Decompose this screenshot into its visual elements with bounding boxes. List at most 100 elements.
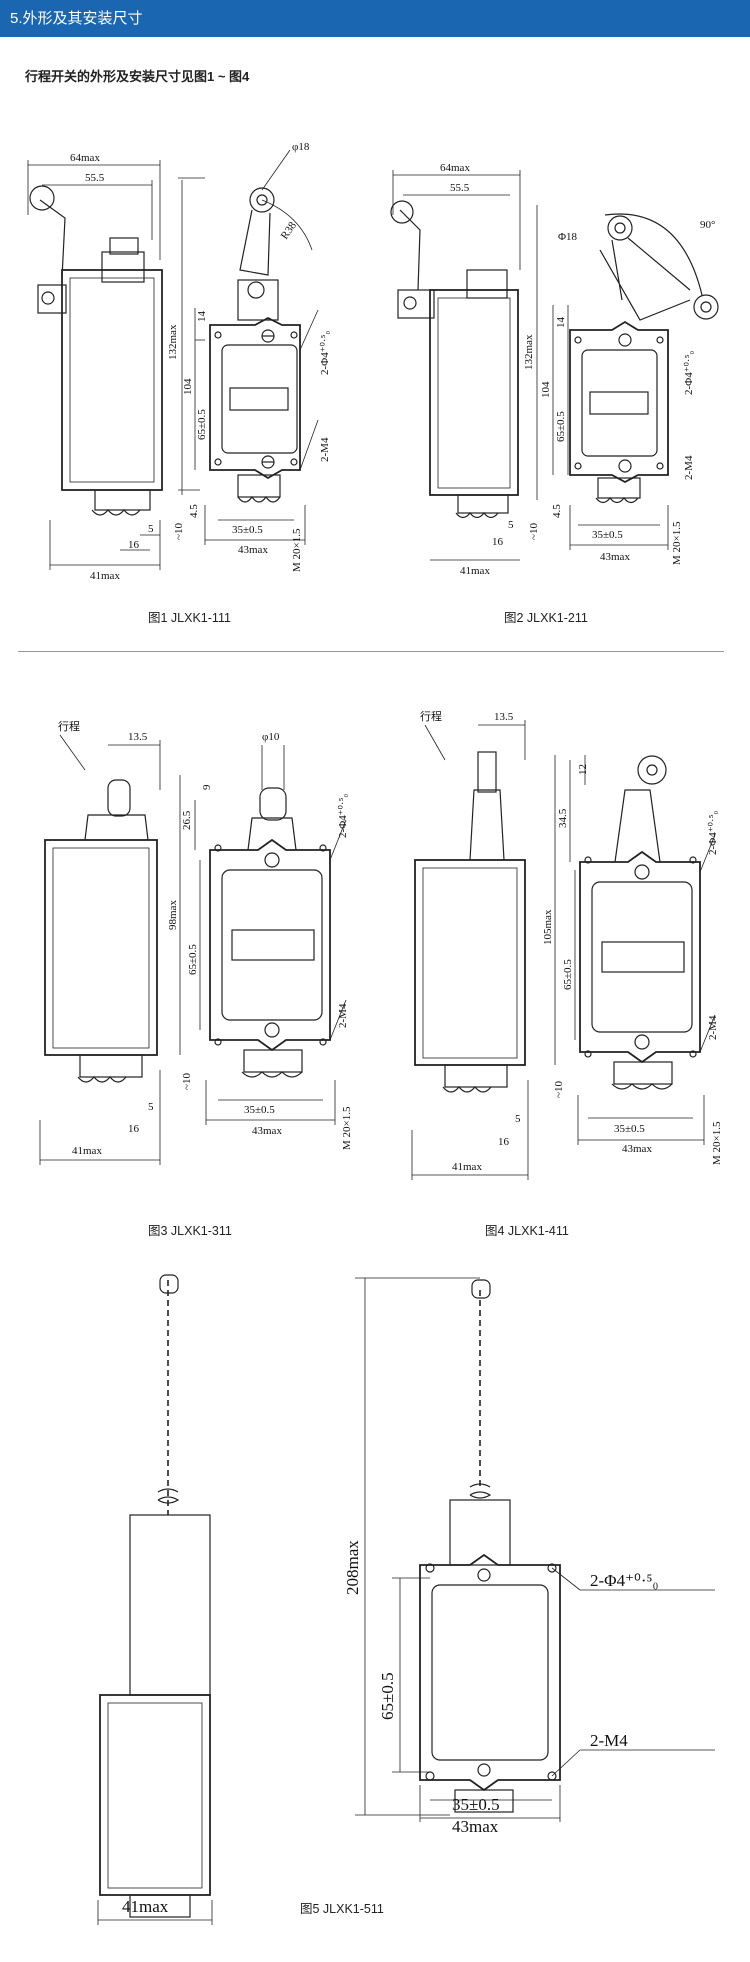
fig4-dim-41max: 41max — [452, 1161, 482, 1173]
figure-2-caption: 图2 JLXK1-211 — [504, 611, 588, 625]
fig4-dim-5: 5 — [515, 1113, 521, 1125]
fig2-dim-41max: 41max — [460, 565, 490, 577]
fig2-dim-width-max: 64max — [440, 162, 470, 174]
fig1-dim-43max: 43max — [238, 544, 268, 556]
fig1-dim-holes: 2-Φ4⁺⁰·⁵₀ — [319, 331, 331, 375]
fig1-dim-14: 14 — [196, 311, 208, 323]
fig4-dim-16: 16 — [498, 1136, 510, 1148]
fig5-dim-43max: 43max — [452, 1817, 499, 1836]
fig4-dim-34-5: 34.5 — [557, 808, 569, 828]
fig4-dim-m4: 2-M4 — [707, 1015, 719, 1040]
fig2-front-dims — [536, 205, 669, 550]
fig4-side-view — [414, 751, 526, 1093]
fig3-dim-26-5: 26.5 — [181, 810, 193, 830]
fig4-stroke-label: 行程 — [420, 710, 442, 723]
fig2-side-view — [390, 200, 519, 519]
figure-1-caption: 图1 JLXK1-111 — [148, 611, 231, 625]
fig1-dim-41max: 41max — [90, 570, 120, 582]
fig5-dim-41max: 41max — [122, 1897, 169, 1916]
section-title: 5.外形及其安装尺寸 — [10, 10, 143, 27]
fig1-dim-65: 65±0.5 — [196, 409, 208, 440]
fig4-dim-holes: 2-Φ4⁺⁰·⁵₀ — [707, 811, 719, 855]
fig2-side-dims — [392, 170, 521, 561]
fig5-dim-65: 65±0.5 — [378, 1672, 397, 1720]
fig4-dim-12: 12 — [577, 764, 589, 775]
fig2-dim-5: 5 — [508, 519, 514, 531]
fig3-dim-10: ~10 — [181, 1073, 193, 1090]
figure-3-drawing: 行程 13.5 41max 16 5 — [39, 720, 353, 1165]
fig5-side-view — [99, 1274, 211, 1918]
fig2-dim-m4: 2-M4 — [683, 455, 695, 480]
fig2-dim-holes: 2-Φ4⁺⁰·⁵₀ — [683, 351, 695, 395]
figure-2-drawing: 64max 55.5 41max 16 5 Φ18 — [390, 162, 719, 577]
fig2-dim-4-5: 4.5 — [551, 504, 563, 518]
fig3-side-dims — [39, 734, 161, 1165]
fig3-dim-thread: M 20×1.5 — [341, 1106, 353, 1150]
fig2-dim-43max: 43max — [600, 551, 630, 563]
fig3-dim-41max: 41max — [72, 1145, 102, 1157]
figure-4-caption: 图4 JLXK1-411 — [485, 1224, 569, 1238]
fig3-side-view — [44, 779, 158, 1083]
fig5-side-dims — [97, 1900, 213, 1925]
fig4-dim-43max: 43max — [622, 1143, 652, 1155]
fig5-front-dims — [355, 1277, 715, 1822]
fig3-dim-5: 5 — [148, 1101, 154, 1113]
section-divider — [18, 651, 724, 652]
fig2-dim-16: 16 — [492, 536, 504, 548]
fig5-dim-holes: 2-Φ4⁺⁰·⁵₀ — [590, 1571, 658, 1590]
fig1-dim-4-5: 4.5 — [188, 504, 200, 518]
fig1-dim-pin: 55.5 — [85, 172, 105, 184]
fig4-side-dims — [411, 720, 529, 1180]
fig1-dim-104: 104 — [182, 378, 194, 395]
fig3-front-view — [209, 787, 331, 1078]
fig2-dim-132max: 132max — [523, 334, 535, 370]
fig2-dim-14: 14 — [555, 317, 567, 329]
fig3-stroke-label: 行程 — [58, 720, 80, 733]
figure-4-drawing: 行程 13.5 41max 16 5 — [411, 710, 723, 1180]
fig2-front-view — [569, 213, 719, 504]
fig4-dim-105max: 105max — [542, 909, 554, 945]
fig5-dim-35: 35±0.5 — [452, 1795, 500, 1814]
fig4-dim-65: 65±0.5 — [562, 959, 574, 990]
fig1-side-view — [29, 185, 163, 516]
fig2-dim-65: 65±0.5 — [555, 411, 567, 442]
fig3-dim-holes: 2-Φ4⁺⁰·⁵₀ — [337, 794, 349, 838]
fig4-dim-13-5: 13.5 — [494, 711, 514, 723]
fig1-front-dims — [178, 149, 319, 545]
fig1-dim-10: ~10 — [173, 523, 185, 540]
fig1-dim-width-max: 64max — [70, 152, 100, 164]
fig3-dim-m4: 2-M4 — [337, 1003, 349, 1028]
fig4-front-dims — [554, 755, 716, 1145]
section-header: 5.外形及其安装尺寸 — [0, 0, 750, 37]
fig1-dim-35: 35±0.5 — [232, 524, 263, 536]
fig3-dim-65: 65±0.5 — [187, 944, 199, 975]
fig2-dim-thread: M 20×1.5 — [671, 521, 683, 565]
fig3-dim-98max: 98max — [167, 900, 179, 930]
fig1-dim-hole: φ18 — [292, 141, 310, 153]
figure-5-caption: 图5 JLXK1-511 — [300, 1902, 384, 1916]
fig2-dim-pin: 55.5 — [450, 182, 470, 194]
figure-3-caption: 图3 JLXK1-311 — [148, 1224, 232, 1238]
fig3-front-dims — [179, 745, 347, 1125]
fig4-dim-10: ~10 — [553, 1081, 565, 1098]
fig1-side-dims — [27, 160, 161, 570]
fig2-dim-104: 104 — [540, 381, 552, 398]
fig4-dim-35: 35±0.5 — [614, 1123, 645, 1135]
fig4-dim-thread: M 20×1.5 — [711, 1121, 723, 1165]
figure-1-drawing: 64max 55.5 41max 16 5 — [27, 141, 331, 582]
fig2-dim-35: 35±0.5 — [592, 529, 623, 541]
fig1-dim-132max: 132max — [167, 324, 179, 360]
fig1-dim-5: 5 — [148, 523, 154, 535]
fig1-dim-16: 16 — [128, 539, 140, 551]
fig5-front-view — [419, 1279, 561, 1813]
fig3-dim-43max: 43max — [252, 1125, 282, 1137]
fig4-front-view — [579, 755, 701, 1090]
figure-5-drawing: 41max 208max 65±0 — [97, 1274, 715, 1925]
intro-text: 行程开关的外形及安装尺寸见图1 ~ 图4 — [25, 69, 250, 84]
fig2-dim-angle: 90° — [700, 219, 715, 231]
fig2-dim-hole: Φ18 — [558, 231, 578, 243]
fig3-dim-phi10: φ10 — [262, 731, 280, 743]
fig3-dim-35: 35±0.5 — [244, 1104, 275, 1116]
fig1-dim-m4: 2-M4 — [319, 437, 331, 462]
